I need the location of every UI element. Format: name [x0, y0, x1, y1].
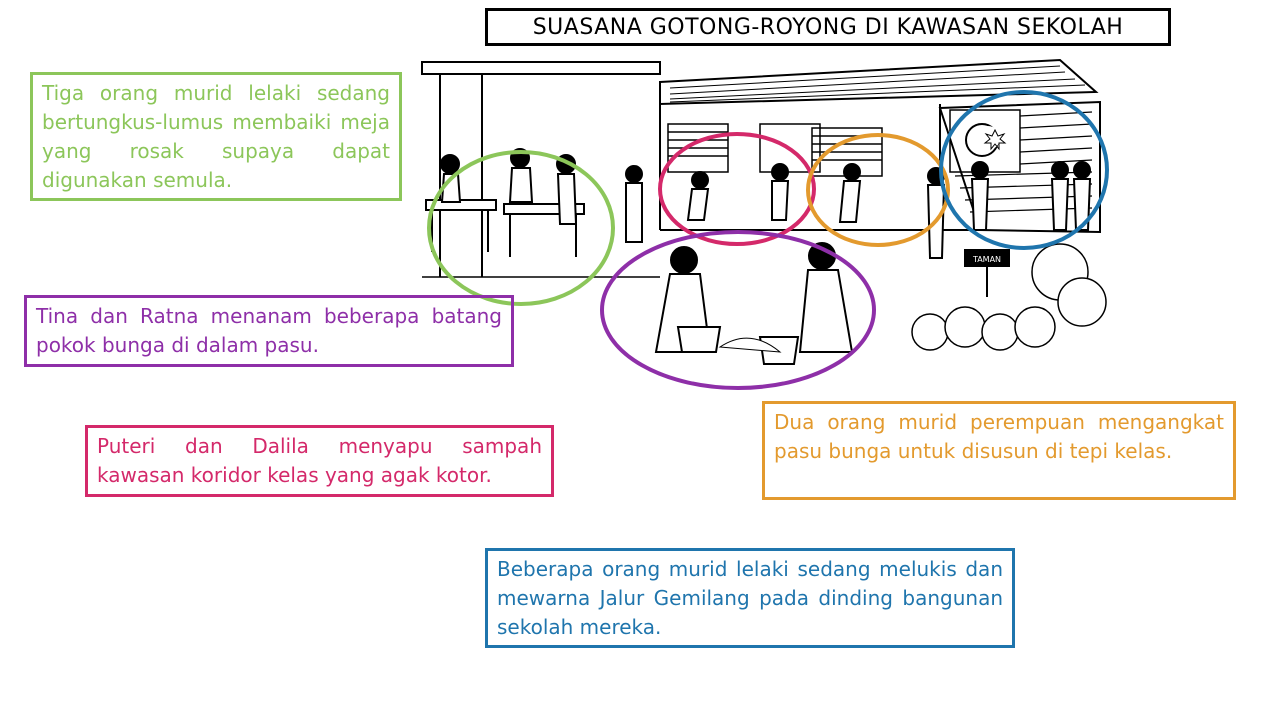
highlight-orange-ellipse	[806, 133, 950, 247]
highlight-purple-ellipse	[600, 230, 876, 390]
highlight-green-ellipse	[427, 150, 615, 306]
caption-green: Tiga orang murid lelaki sedang bertungku…	[30, 72, 402, 201]
caption-pink: Puteri dan Dalila menyapu sampah kawasan…	[85, 425, 554, 497]
page-title: SUASANA GOTONG-ROYONG DI KAWASAN SEKOLAH	[485, 8, 1171, 46]
highlight-blue-ellipse	[939, 90, 1109, 250]
highlight-pink-ellipse	[658, 132, 816, 246]
caption-purple: Tina dan Ratna menanam beberapa batang p…	[24, 295, 514, 367]
caption-orange: Dua orang murid perempuan mengangkat pas…	[762, 401, 1236, 500]
caption-blue: Beberapa orang murid lelaki sedang meluk…	[485, 548, 1015, 648]
taman-sign-text: TAMAN	[972, 255, 1001, 264]
school-scene-illustration: TAMAN	[421, 58, 1109, 390]
